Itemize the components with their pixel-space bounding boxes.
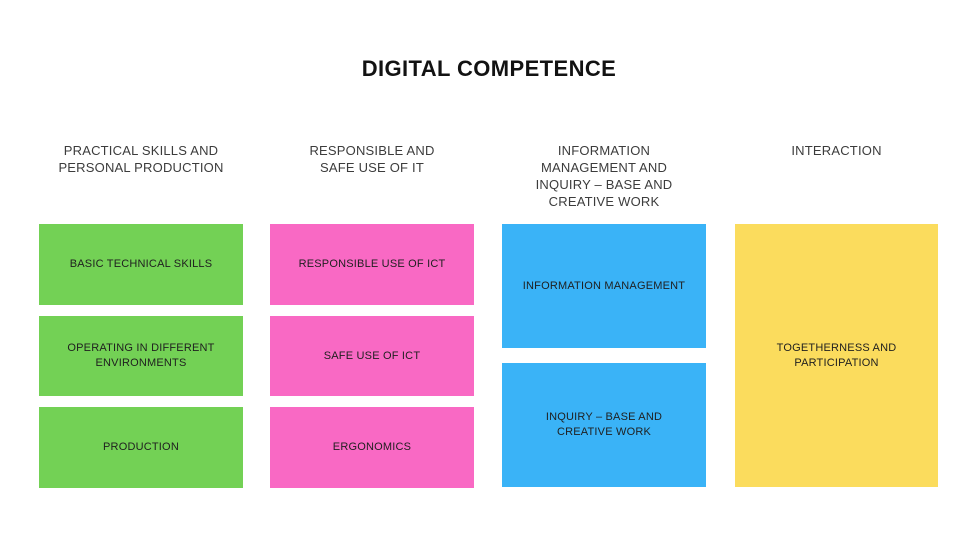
column-header-practical-skills: PRACTICAL SKILLS AND PERSONAL PRODUCTION <box>39 142 243 176</box>
column-header-line: PRACTICAL SKILLS AND <box>63 143 219 158</box>
box-togetherness-and-participation: TOGETHERNESS AND PARTICIPATION <box>735 224 938 487</box>
box-ergonomics: ERGONOMICS <box>270 407 474 488</box>
box-label-line: ERGONOMICS <box>332 441 412 453</box>
box-information-management: INFORMATION MANAGEMENT <box>502 224 706 348</box>
column-header-information-management-inquiry: INFORMATION MANAGEMENT AND INQUIRY – BAS… <box>502 142 706 210</box>
column-header-line: RESPONSIBLE AND <box>309 143 435 158</box>
column-header-line: MANAGEMENT AND <box>540 160 668 175</box>
box-label-line: CREATIVE WORK <box>556 426 652 438</box>
box-label-line: BASIC TECHNICAL SKILLS <box>69 258 213 270</box>
column-header-responsible-safe-use: RESPONSIBLE AND SAFE USE OF IT <box>270 142 474 176</box>
box-label-line: RESPONSIBLE USE OF ICT <box>298 258 446 270</box>
box-label-line: SAFE USE OF ICT <box>323 349 421 362</box>
diagram-title: DIGITAL COMPETENCE <box>361 56 617 81</box>
column-information-management-inquiry: INFORMATION MANAGEMENT AND INQUIRY – BAS… <box>502 0 706 543</box>
column-header-line: INFORMATION <box>557 143 651 158</box>
box-production: PRODUCTION <box>39 407 243 488</box>
column-header-line: PERSONAL PRODUCTION <box>58 160 224 175</box>
column-header-interaction: INTERACTION <box>735 142 938 159</box>
column-header-line: INTERACTION <box>791 143 882 158</box>
column-interaction: INTERACTION TOGETHERNESS AND PARTICIPATI… <box>735 0 938 543</box>
box-responsible-use-of-ict: RESPONSIBLE USE OF ICT <box>270 224 474 305</box>
column-header-line: CREATIVE WORK <box>548 194 660 209</box>
column-practical-skills: PRACTICAL SKILLS AND PERSONAL PRODUCTION… <box>39 0 243 543</box>
box-label-line: INQUIRY – BASE AND <box>545 411 663 423</box>
column-responsible-safe-use: RESPONSIBLE AND SAFE USE OF IT RESPONSIB… <box>270 0 474 543</box>
column-header-line: SAFE USE OF IT <box>320 160 424 175</box>
box-label-line: OPERATING IN DIFFERENT <box>67 342 215 354</box>
box-label-line: PRODUCTION <box>103 441 179 453</box>
column-header-line: INQUIRY – BASE AND <box>535 177 673 192</box>
box-operating-in-different-environments: OPERATING IN DIFFERENT ENVIRONMENTS <box>39 316 243 396</box>
box-inquiry-base-and-creative-work: INQUIRY – BASE AND CREATIVE WORK <box>502 363 706 487</box>
box-label-line: ENVIRONMENTS <box>95 357 187 369</box>
box-safe-use-of-ict: SAFE USE OF ICT <box>270 316 474 396</box>
box-basic-technical-skills: BASIC TECHNICAL SKILLS <box>39 224 243 305</box>
box-label-line: INFORMATION MANAGEMENT <box>522 279 686 292</box>
box-label-line: TOGETHERNESS AND <box>776 341 897 354</box>
box-label-line: PARTICIPATION <box>794 356 879 369</box>
